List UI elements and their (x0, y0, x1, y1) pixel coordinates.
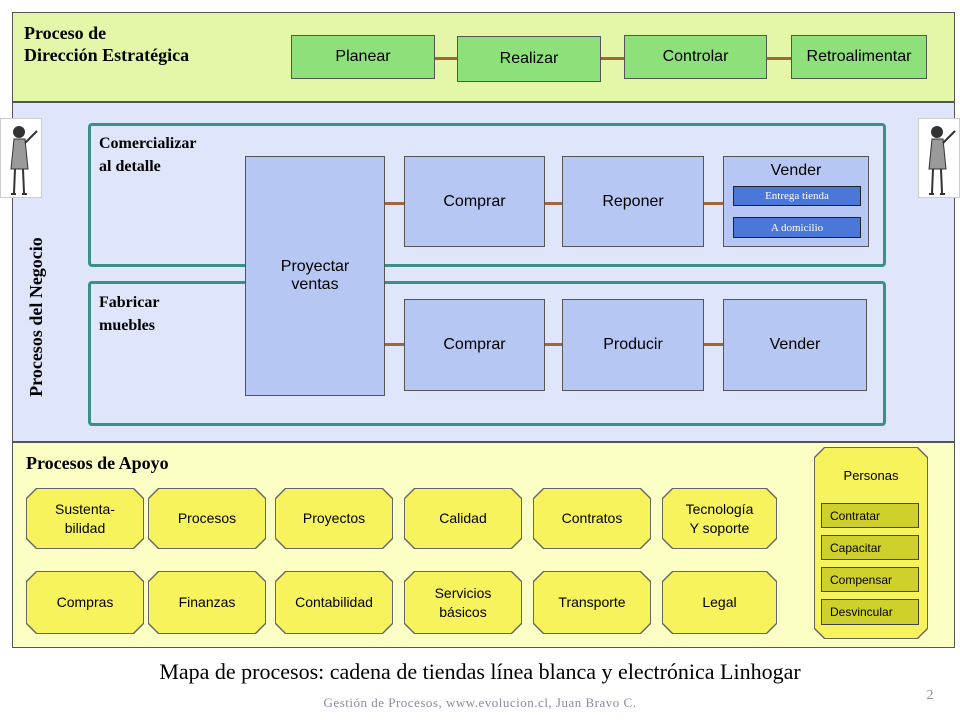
support-process-row2-2[interactable]: Contabilidad (276, 572, 392, 633)
lane1-title: Comercializar al detalle (99, 132, 196, 178)
support-process-row1-3[interactable]: Calidad (405, 489, 521, 548)
lane2-step-vender[interactable]: Vender (723, 299, 867, 391)
support-process-row1-4[interactable]: Contratos (534, 489, 650, 548)
connector (384, 202, 405, 205)
support-title: Procesos de Apoyo (26, 453, 169, 473)
page-number: 2 (926, 688, 934, 703)
person-figure-left (0, 118, 42, 198)
vender-option-entrega-tienda[interactable]: Entrega tienda (733, 186, 861, 206)
business-side-label: Procesos del Negocio (26, 237, 46, 397)
vender-option-a-domicilio[interactable]: A domicilio (733, 217, 861, 238)
lane2-title-line2: muebles (99, 317, 155, 334)
step-controlar[interactable]: Controlar (624, 35, 767, 79)
connector (703, 343, 724, 346)
footer-credit: Gestión de Procesos, www.evolucion.cl, J… (323, 695, 637, 710)
lane2-title-line1: Fabricar (99, 294, 160, 311)
lane2-title: Fabricar muebles (99, 291, 159, 337)
strategic-title-line2: Dirección Estratégica (24, 45, 190, 65)
step-proyectar-ventas[interactable]: Proyectar ventas (245, 156, 385, 396)
step-planear[interactable]: Planear (291, 35, 435, 79)
strategic-title: Proceso de Dirección Estratégica (24, 22, 264, 66)
personas-item-capacitar[interactable]: Capacitar (821, 535, 919, 560)
support-process-row2-4[interactable]: Transporte (534, 572, 650, 633)
support-process-row1-2[interactable]: Proyectos (276, 489, 392, 548)
step-realizar[interactable]: Realizar (457, 36, 601, 82)
step-proyectar-ventas-line2: ventas (291, 276, 339, 293)
connector (601, 57, 625, 60)
connector (703, 202, 724, 205)
support-process-row1-0[interactable]: Sustenta- bilidad (27, 489, 143, 548)
footer-caption: Mapa de procesos: cadena de tiendas líne… (159, 659, 801, 684)
support-process-row1-1[interactable]: Procesos (149, 489, 265, 548)
lane1-vender-label: Vender (770, 162, 822, 179)
connector (434, 57, 458, 60)
connector (766, 57, 792, 60)
support-process-row2-1[interactable]: Finanzas (149, 572, 265, 633)
lane1-step-reponer[interactable]: Reponer (562, 156, 704, 247)
person-icon (10, 126, 38, 195)
person-icon (928, 126, 956, 195)
person-figure-right (918, 118, 960, 198)
step-proyectar-ventas-line1: Proyectar (280, 258, 350, 275)
lane1-title-line2: al detalle (99, 158, 161, 175)
strategic-title-line1: Proceso de (24, 23, 107, 43)
lane1-step-comprar[interactable]: Comprar (404, 156, 545, 247)
personas-item-contratar[interactable]: Contratar (821, 503, 919, 528)
lane2-step-comprar[interactable]: Comprar (404, 299, 545, 391)
personas-item-compensar[interactable]: Compensar (821, 567, 919, 592)
support-process-row1-5[interactable]: Tecnología Y soporte (663, 489, 776, 548)
personas-item-desvincular[interactable]: Desvincular (821, 599, 919, 625)
connector (544, 343, 563, 346)
support-process-row2-3[interactable]: Servicios básicos (405, 572, 521, 633)
support-process-row2-0[interactable]: Compras (27, 572, 143, 633)
lane2-step-producir[interactable]: Producir (562, 299, 704, 391)
connector (544, 202, 563, 205)
support-process-row2-5[interactable]: Legal (663, 572, 776, 633)
lane1-title-line1: Comercializar (99, 135, 197, 152)
step-retroalimentar[interactable]: Retroalimentar (791, 35, 927, 79)
connector (384, 343, 405, 346)
personas-title: Personas (843, 468, 899, 483)
